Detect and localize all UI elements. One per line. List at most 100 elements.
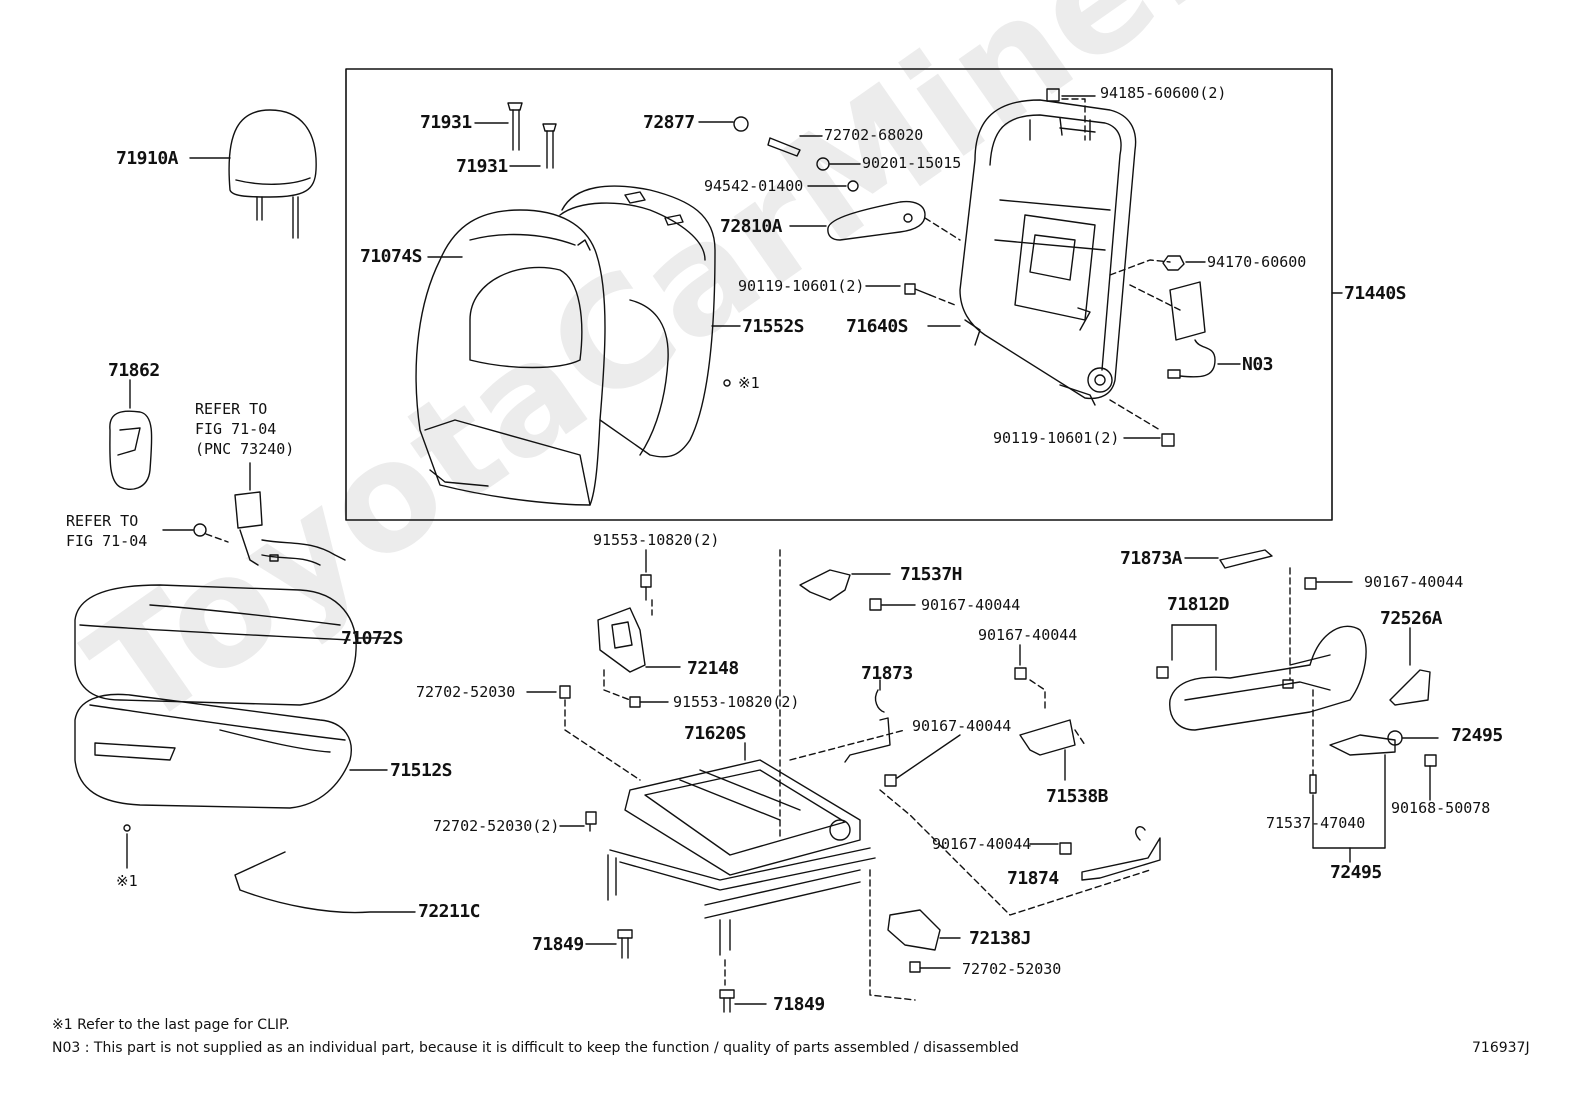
label-72495-bottom: 72495 [1330,862,1382,883]
label-90167-40044-e: 90167-40044 [1364,573,1464,591]
label-71874: 71874 [1007,868,1059,889]
clip-icon-2 [123,824,131,832]
label-72495-right: 72495 [1451,725,1503,746]
label-71931-top: 71931 [420,112,472,133]
bolt-90167-d [1029,842,1072,855]
bolt-90168 [1424,754,1437,801]
label-72702-52030-b: 72702-52030(2) [433,817,560,835]
label-71538B: 71538B [1046,786,1109,807]
label-72702-52030-c: 72702-52030 [962,960,1062,978]
pin-71931-bottom [509,123,557,169]
seatback-cover-71074S [415,209,606,506]
headrest-71910A [189,109,317,239]
label-72702-68020: 72702-68020 [824,126,924,144]
label-94185-60600: 94185-60600(2) [1100,84,1227,102]
side-cover-71812D [1169,624,1367,731]
label-72877: 72877 [643,112,695,133]
label-71849-left: 71849 [532,934,584,955]
label-90167-40044-b: 90167-40044 [912,717,1012,735]
label-90119-10601-lower: 90119-10601(2) [993,429,1120,447]
footnote-n03: N03 : This part is not supplied as an in… [52,1040,1019,1056]
label-N03: N03 [1242,354,1274,375]
seat-cushion-pad-71512S [74,693,388,809]
label-71537-47040: 71537-47040 [1266,814,1366,832]
label-90119-10601-upper: 90119-10601(2) [738,277,865,295]
bolt-91553-top [640,549,653,616]
pin-71849-left [585,929,633,959]
cover-71862 [109,379,153,490]
washer-90201-15015 [816,157,861,171]
label-71537H: 71537H [900,564,963,585]
seat-track-71620S [607,742,876,956]
bolt-90167-a [869,598,916,611]
washer-94542-01400 [807,180,859,192]
label-90167-40044-d: 90167-40044 [932,835,1032,853]
bracket-72148 [597,607,681,673]
diagram-id: 716937J [1472,1040,1530,1056]
bolt-72702-52030-c [909,961,951,973]
label-94542-01400: 94542-01400 [704,177,804,195]
label-72810A: 72810A [720,216,783,237]
footnote-clip: ※1 Refer to the last page for CLIP. [52,1017,290,1033]
pin-71849-bottom [719,959,767,1013]
bolt-71812D [1156,666,1169,679]
label-clip-2: ※1 [116,872,138,890]
label-71620S: 71620S [684,723,747,744]
label-71812D: 71812D [1167,594,1230,615]
bolt-91553-bottom [603,669,669,708]
bolt-72702-52030-left [526,685,641,781]
nut-94170-60600 [1162,255,1206,271]
label-71862: 71862 [108,360,160,381]
label-71552S: 71552S [742,316,805,337]
knob-72526A [1389,627,1431,706]
label-91553-10820-top: 91553-10820(2) [593,531,720,549]
bolt-90167-b [884,734,961,787]
label-71873: 71873 [861,663,913,684]
bolt-seatbelt [162,523,229,543]
wire-72211C [234,851,416,914]
label-refer-2b: FIG 71-04 [66,532,148,550]
label-refer-2a: REFER TO [66,512,139,530]
label-72702-52030-left: 72702-52030 [416,683,516,701]
airbag-module-N03 [1167,281,1241,379]
label-71074S: 71074S [360,246,423,267]
bolt-72702-52030-b [559,811,597,827]
bracket-72495-group [1312,754,1386,863]
label-72211C: 72211C [418,901,481,922]
label-94170-60600: 94170-60600 [1207,253,1307,271]
label-71072S: 71072S [341,628,404,649]
label-90167-40044-c: 90167-40044 [978,626,1078,644]
pin-71537-47040 [1309,689,1317,849]
bracket-71873 [844,679,891,763]
label-72148: 72148 [687,658,739,679]
clip-icon [723,379,731,387]
cover-72138J [887,909,961,951]
label-90167-40044-a: 90167-40044 [921,596,1021,614]
label-91553-10820-bottom: 91553-10820(2) [673,693,800,711]
shaft-72702-68020 [767,135,823,157]
bolt-90167-c [1014,644,1046,711]
seatback-frame-71640S [927,99,1137,406]
bolt-90119-upper [865,283,956,306]
label-71873A: 71873A [1120,548,1183,569]
label-refer-1a: REFER TO [195,400,268,418]
label-71910A: 71910A [116,148,179,169]
seatback-group-frame [345,68,1333,521]
label-71931-bottom: 71931 [456,156,508,177]
pin-71931-top [474,102,523,151]
bracket-71537H [799,569,891,601]
bolt-90167-e [1289,567,1353,681]
label-refer-1c: (PNC 73240) [195,440,295,458]
bolt-94185-60600 [1046,88,1096,102]
lever-72495 [1329,730,1439,756]
knob-72877 [698,116,749,132]
label-71440S: 71440S [1344,283,1407,304]
label-71512S: 71512S [390,760,453,781]
bracket-71538B [1019,719,1086,781]
label-refer-1b: FIG 71-04 [195,420,277,438]
label-72138J: 72138J [969,928,1032,949]
label-71849-bottom: 71849 [773,994,825,1015]
label-72526A: 72526A [1380,608,1443,629]
label-90201-15015: 90201-15015 [862,154,962,172]
